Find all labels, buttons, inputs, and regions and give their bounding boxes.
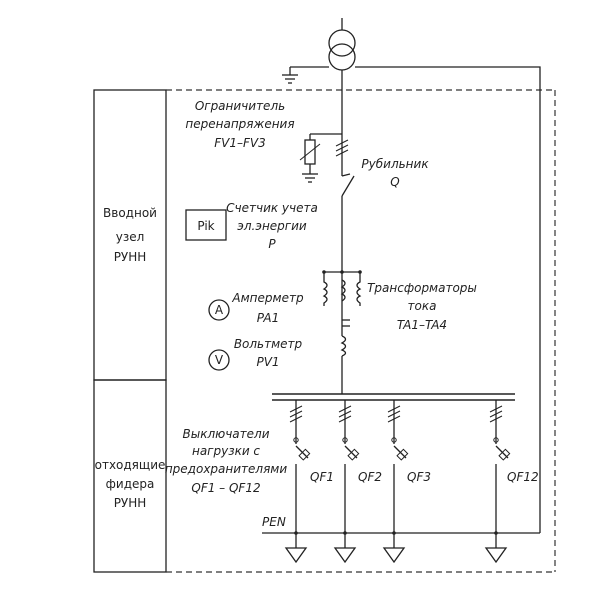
switch-label: Рубильник Q [361,157,429,189]
ct-line-3: TA1–TA4 [397,318,447,332]
ammeter-symbol: A [215,303,224,317]
pen-label: PEN [262,515,286,529]
meter-box-label: Pik [197,219,214,233]
energy-meter-icon: Pik [185,209,227,241]
feeder-qf2: QF2 [333,400,382,564]
neutral-wire-right [355,66,541,533]
load-switches-line-3: предохранителями [165,462,288,476]
meter-line-1: Счетчик учета [226,201,318,215]
input-node-block: Вводной узел РУНН [93,89,167,381]
transformer-icon [328,18,356,71]
outgoing-feeders-line-3: РУНН [114,496,147,510]
outgoing-feeders-line-1: отходящие [95,458,166,472]
input-node-line-3: РУНН [114,250,147,264]
voltmeter-label: Вольтметр PV1 [234,337,303,369]
current-transformers-label: Трансформаторы тока TA1–TA4 [367,281,477,332]
ammeter-line-2: PA1 [257,311,279,325]
pen-bus: PEN [262,515,540,535]
meter-line-2: эл.энергии [237,219,307,233]
outgoing-feeders-line-2: фидера [106,477,155,491]
load-switches-line-1: Выключатели [182,427,269,441]
surge-limiter-line-2: перенапряжения [185,117,294,131]
input-node-line-2: узел [116,230,145,244]
load-switches-line-4: QF1 – QF12 [191,481,260,495]
voltmeter-coil-icon [340,319,350,357]
feeder-qf1-label: QF1 [310,470,334,484]
load-switches-label: Выключатели нагрузки с предохранителями … [165,427,288,495]
phase-marks-main-1 [335,139,349,157]
feeder-qf3: QF3 [382,400,431,564]
voltmeter-line-1: Вольтметр [234,337,303,351]
feeder-qf12-label: QF12 [507,470,539,484]
enclosure-dashed-border [166,89,556,573]
ct-line-1: Трансформаторы [367,281,477,295]
voltmeter-icon: V [208,349,230,371]
surge-limiter-label: Ограничитель перенапряжения FV1–FV3 [185,99,294,150]
ammeter-label: Амперметр PA1 [231,291,304,325]
meter-label: Счетчик учета эл.энергии P [226,201,318,251]
surge-limiter-line-3: FV1–FV3 [214,136,266,150]
switch-q-icon [341,173,355,197]
feeder-qf1: QF1 [284,400,334,564]
outgoing-feeders-block: отходящие фидера РУНН [93,379,167,573]
ct-line-2: тока [408,299,437,313]
voltmeter-symbol: V [215,353,224,367]
busbar [272,393,515,401]
meter-line-3: P [268,237,276,251]
load-switches-line-2: нагрузки с [192,444,260,458]
feeder-qf3-label: QF3 [407,470,431,484]
surge-limiter-icon [299,133,342,183]
ammeter-line-1: Амперметр [231,291,304,305]
surge-limiter-line-1: Ограничитель [195,99,285,113]
current-transformers-icon [322,270,362,306]
switch-line-1: Рубильник [361,157,429,171]
feeder-qf12: QF12 [484,400,539,564]
feeder-qf2-label: QF2 [358,470,382,484]
switch-line-2: Q [390,175,399,189]
ammeter-icon: A [208,299,230,321]
ground-icon-top [282,66,329,84]
input-node-line-1: Вводной [103,206,157,220]
voltmeter-line-2: PV1 [256,355,279,369]
